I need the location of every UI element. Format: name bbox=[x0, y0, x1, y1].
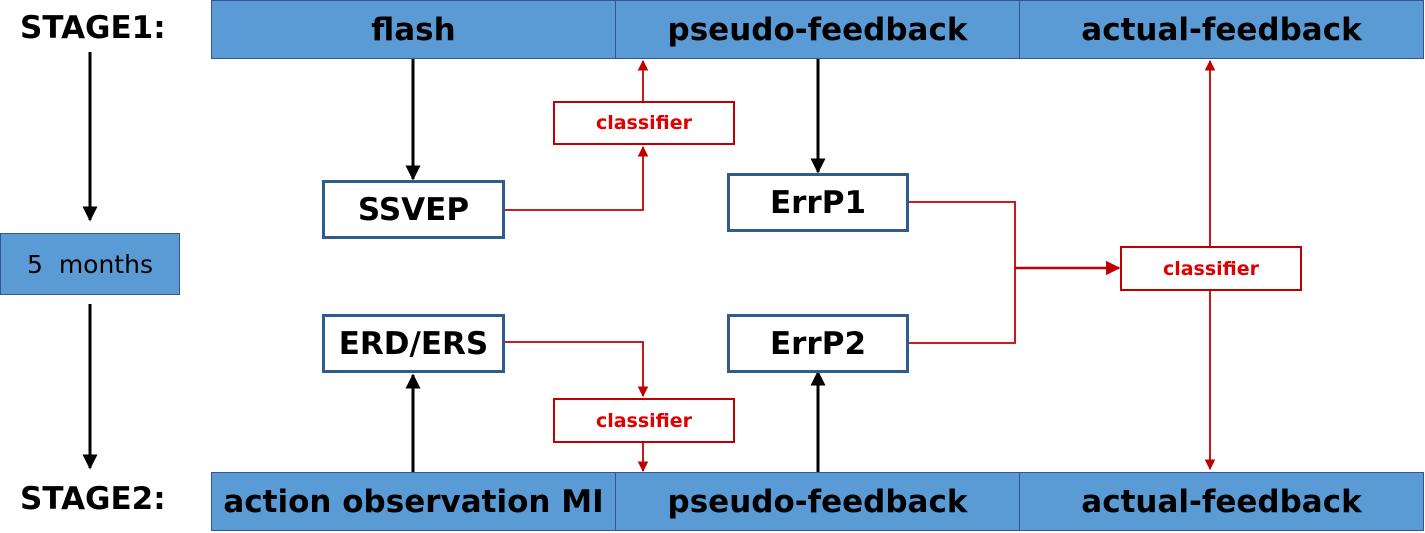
erd-ers-node: ERD/ERS bbox=[322, 314, 505, 373]
errp1-node: ErrP1 bbox=[727, 173, 909, 232]
classifier-right: classifier bbox=[1120, 246, 1302, 291]
classifier-top: classifier bbox=[553, 101, 735, 145]
stage2-bar: action observation MI pseudo-feedback ac… bbox=[211, 472, 1424, 531]
ssvep-node: SSVEP bbox=[322, 180, 505, 239]
errp1-merge-line bbox=[909, 201, 1016, 268]
stage1-label: STAGE1: bbox=[20, 10, 166, 46]
erders-to-classifier-line bbox=[505, 341, 649, 398]
stage1-actual-feedback: actual-feedback bbox=[1020, 1, 1423, 58]
errp2-merge-line bbox=[909, 268, 1016, 344]
interval-box: 5 months bbox=[0, 233, 180, 295]
stage2-action-observation-mi: action observation MI bbox=[212, 473, 616, 530]
stage1-bar: flash pseudo-feedback actual-feedback bbox=[211, 0, 1424, 59]
stage1-pseudo-feedback: pseudo-feedback bbox=[616, 1, 1020, 58]
stage2-actual-feedback: actual-feedback bbox=[1020, 473, 1423, 530]
stage2-pseudo-feedback: pseudo-feedback bbox=[616, 473, 1020, 530]
errp2-node: ErrP2 bbox=[727, 314, 909, 373]
stage1-flash: flash bbox=[212, 1, 616, 58]
classifier-bottom: classifier bbox=[553, 398, 735, 443]
stage2-label: STAGE2: bbox=[20, 481, 166, 517]
ssvep-to-classifier-line bbox=[505, 145, 649, 211]
